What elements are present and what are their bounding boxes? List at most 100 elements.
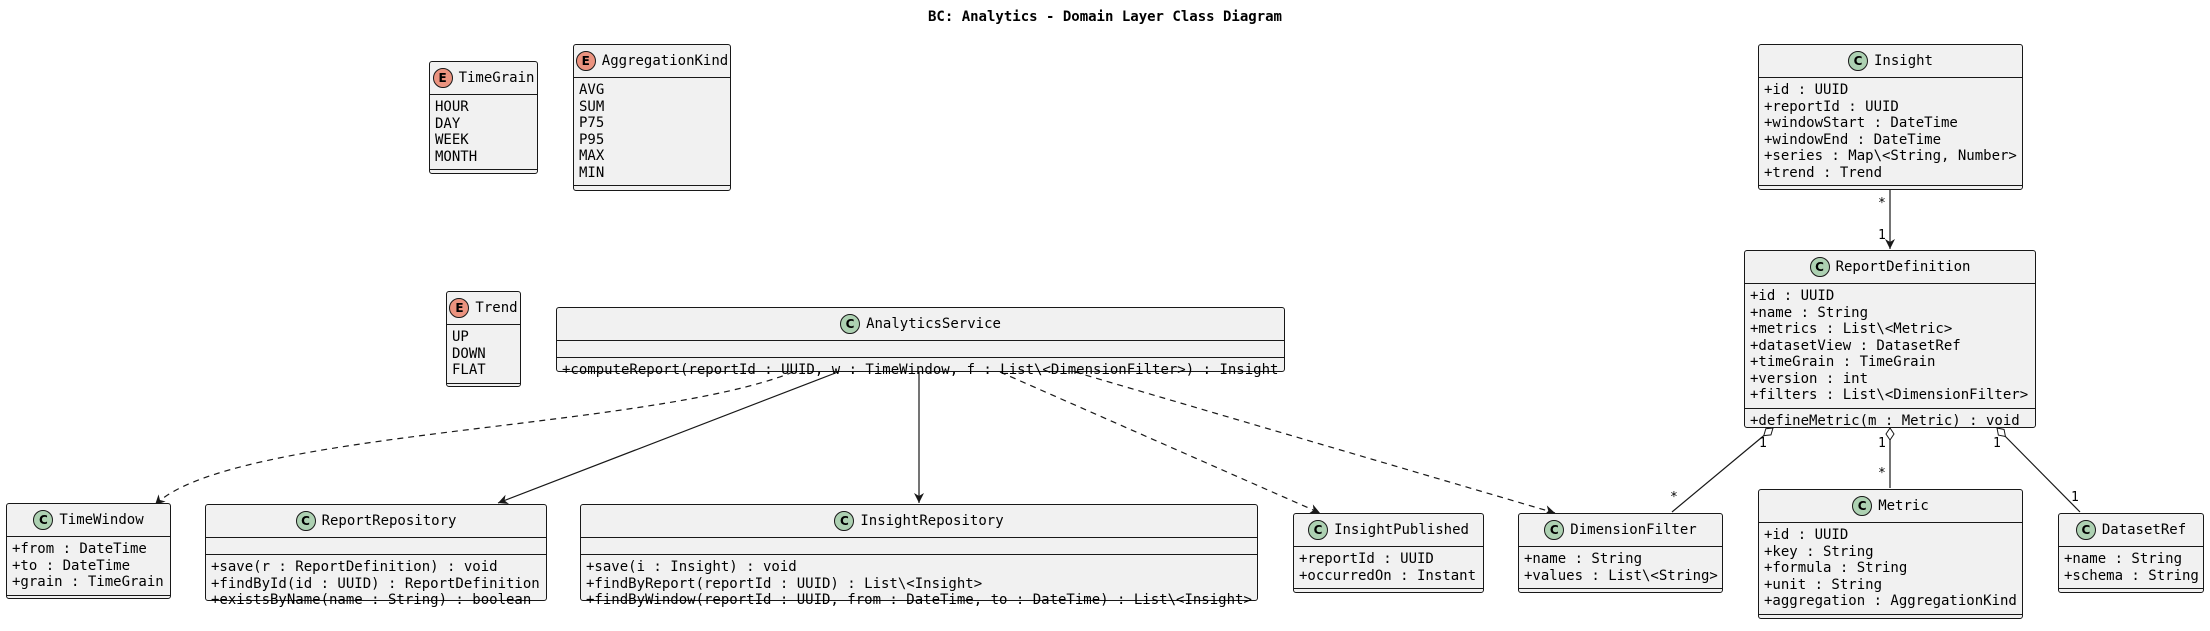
class-badge-icon: C <box>33 510 54 530</box>
enum-values-row: AVG <box>579 82 605 98</box>
class-insightrepository[interactable]: C InsightRepository +save(i : Insight) : v… <box>580 504 1258 608</box>
empty-section <box>430 170 537 186</box>
fields-row: +windowEnd : DateTime <box>1764 131 1942 148</box>
mult-metric-one: 1 <box>1878 436 1886 451</box>
fields-row: +formula : String <box>1764 560 1908 576</box>
enum-values-row: FLAT <box>452 362 486 378</box>
mult-insight-one: 1 <box>1878 228 1886 243</box>
enum-values-row: MAX <box>579 148 605 164</box>
fields-row: +name : String <box>2064 551 2183 567</box>
enum-values-row: HOUR <box>435 99 469 115</box>
fields-row: +windowStart : DateTime <box>1764 115 1958 131</box>
fields-row: +unit : String <box>1764 576 1883 593</box>
fields-section <box>206 538 546 555</box>
fields-section: +name : String+values : List\<String> <box>1519 547 1722 589</box>
enum-badge-icon: E <box>449 298 470 318</box>
class-badge-icon: C <box>834 511 855 531</box>
methods-row: +existsByName(name : String) : boolean <box>211 592 532 608</box>
box-name: InsightRepository <box>860 513 1004 529</box>
box-name: TimeWindow <box>59 512 144 528</box>
fields-section: +from : DateTime+to : DateTime+grain : T… <box>7 537 170 596</box>
methods-row: +save(r : ReportDefinition) : void <box>211 559 498 575</box>
edge-reportdefinition-datasetref <box>1996 427 2081 513</box>
enum-values-row: MONTH <box>435 148 478 165</box>
empty-section <box>447 384 520 400</box>
class-badge-icon: C <box>1809 257 1830 277</box>
edge-service-reportrepository <box>497 371 839 505</box>
fields-section: +id : UUID+reportId : UUID+windowStart :… <box>1759 78 2022 186</box>
class-reportrepository[interactable]: C ReportRepository +save(r : ReportDefinit… <box>205 504 547 608</box>
fields-section: +id : UUID+key : String+formula : String… <box>1759 523 2022 615</box>
fields-section <box>557 341 1284 358</box>
methods-section: +defineMetric(m : Metric) : void <box>1745 409 2035 434</box>
methods-row: +findByWindow(reportId : UUID, from : Da… <box>586 592 1252 608</box>
fields-row: +schema : String <box>2064 567 2199 584</box>
class-insight[interactable]: C Insight +id : UUID+reportId : UUID+windo… <box>1758 44 2023 190</box>
box-name: ReportDefinition <box>1835 259 1971 275</box>
box-name: ReportRepository <box>321 513 457 529</box>
mult-filter-one: 1 <box>1759 436 1767 451</box>
mult-filter-many: * <box>1670 490 1678 505</box>
empty-section <box>574 186 730 202</box>
box-name: DatasetRef <box>2101 522 2187 538</box>
fields-row: +grain : TimeGrain <box>12 574 164 590</box>
methods-section <box>1519 589 1722 605</box>
fields-row: +aggregation : AggregationKind <box>1764 593 2017 609</box>
mult-metric-many: * <box>1878 466 1886 481</box>
fields-row: +trend : Trend <box>1764 164 1883 181</box>
enum-values-row: SUM <box>579 98 605 115</box>
fields-section <box>581 538 1257 555</box>
methods-section: +save(i : Insight) : void+findByReport(r… <box>581 555 1257 613</box>
mult-insight-many: * <box>1878 196 1886 211</box>
fields-section: +reportId : UUID+occurredOn : Instant <box>1294 547 1483 589</box>
edge-service-dimensionfilter <box>1074 371 1556 515</box>
fields-row: +reportId : UUID <box>1299 551 1434 567</box>
fields-row: +name : String <box>1750 304 1869 321</box>
methods-row: +save(i : Insight) : void <box>586 559 797 575</box>
fields-row: +id : UUID <box>1764 527 1849 543</box>
methods-section <box>7 596 170 612</box>
class-badge-icon: C <box>1847 51 1868 71</box>
box-name: TimeGrain <box>458 70 535 86</box>
mult-dataset-one: 1 <box>1993 436 2001 451</box>
box-header: C InsightRepository <box>581 505 1257 538</box>
fields-row: +values : List\<String> <box>1524 567 1718 584</box>
edge-service-timewindow <box>154 371 794 506</box>
fields-row: +filters : List\<DimensionFilter> <box>1750 387 2029 403</box>
box-name: Insight <box>1873 53 1933 69</box>
class-badge-icon: C <box>295 511 316 531</box>
box-name: Trend <box>475 300 518 316</box>
class-timewindow[interactable]: C TimeWindow +from : DateTime+to : DateTim… <box>6 503 171 599</box>
box-name: InsightPublished <box>1334 522 1469 538</box>
methods-row: +findById(id : UUID) : ReportDefinition <box>211 575 540 592</box>
enum-values-row: UP <box>452 329 469 345</box>
box-header: C Insight <box>1759 45 2022 78</box>
box-header: E Trend <box>447 292 520 325</box>
fields-row: +occurredOn : Instant <box>1299 567 1477 584</box>
enum-values-row: DAY <box>435 115 461 132</box>
methods-section <box>1759 186 2022 202</box>
edge-service-insightpublished <box>999 371 1321 514</box>
fields-row: +key : String <box>1764 543 1874 560</box>
methods-section: +computeReport(reportId : UUID, w : Time… <box>557 358 1284 383</box>
fields-row: +id : UUID <box>1764 82 1849 98</box>
diagram-title: BC: Analytics - Domain Layer Class Diagr… <box>927 9 1282 25</box>
box-name: DimensionFilter <box>1570 522 1697 538</box>
